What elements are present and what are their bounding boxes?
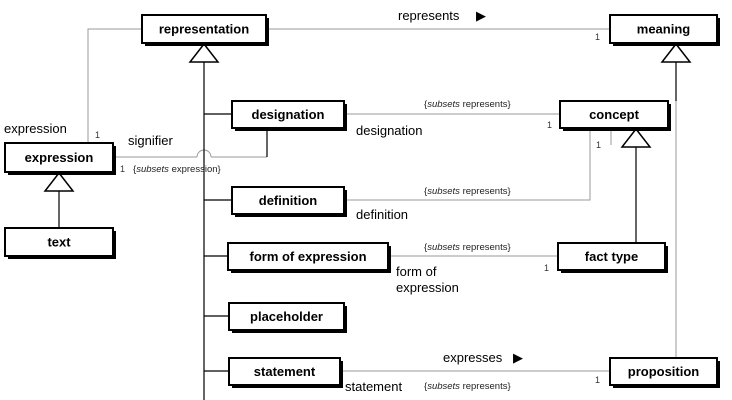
- class-label-statement: statement: [254, 364, 316, 379]
- multiplicity-concept-definition: 1: [596, 140, 601, 150]
- class-label-text: text: [47, 234, 71, 249]
- constraint-subsets-represents-formofexpression: {subsets represents}: [424, 242, 511, 253]
- expresses-arrow-icon: ▶: [513, 350, 523, 365]
- class-label-form-of-expression: form of expression: [249, 249, 366, 264]
- class-label-representation: representation: [159, 21, 249, 36]
- assoc-role-designation: designation: [356, 123, 423, 138]
- class-label-expression: expression: [25, 150, 94, 165]
- class-box-text[interactable]: text: [4, 227, 116, 259]
- gen-triangle-expression: [43, 171, 75, 192]
- class-box-form-of-expression[interactable]: form of expression: [227, 242, 391, 273]
- class-label-designation: designation: [252, 107, 325, 122]
- class-box-placeholder[interactable]: placeholder: [228, 302, 347, 333]
- constraint-subsets-represents-statement: {subsets represents}: [424, 381, 511, 392]
- multiplicity-meaning-represents: 1: [595, 32, 600, 42]
- class-box-statement[interactable]: statement: [228, 357, 343, 388]
- constraint-subsets-represents-definition: {subsets represents}: [424, 186, 511, 197]
- assoc-role-form-of: form of: [396, 264, 437, 279]
- gen-triangle-meaning: [660, 42, 692, 63]
- class-label-fact-type: fact type: [585, 249, 638, 264]
- multiplicity-facttype: 1: [544, 263, 549, 273]
- class-box-fact-type[interactable]: fact type: [557, 242, 668, 273]
- assoc-label-expresses: expresses: [443, 350, 503, 365]
- assoc-role-signifier: signifier: [128, 133, 173, 148]
- class-box-representation[interactable]: representation: [141, 14, 269, 46]
- constraint-subsets-expression: {subsets expression}: [133, 164, 221, 175]
- assoc-role-definition: definition: [356, 207, 408, 222]
- class-box-definition[interactable]: definition: [231, 186, 347, 217]
- multiplicity-signifier: 1: [120, 164, 125, 174]
- assoc-role-expression: expression: [4, 121, 67, 136]
- assoc-label-represents: represents: [398, 8, 460, 23]
- multiplicity-concept-designation: 1: [547, 120, 552, 130]
- class-label-placeholder: placeholder: [250, 309, 323, 324]
- assoc-role-statement: statement: [345, 379, 402, 394]
- multiplicity-expression-upper: 1: [95, 130, 100, 140]
- class-box-concept[interactable]: concept: [559, 100, 671, 131]
- gen-triangle-representation: [188, 42, 220, 63]
- class-box-expression[interactable]: expression: [4, 142, 116, 175]
- represents-arrow-icon: ▶: [476, 8, 486, 23]
- assoc-line-definition-concept: [344, 128, 591, 201]
- class-box-designation[interactable]: designation: [231, 100, 347, 131]
- class-label-concept: concept: [589, 107, 640, 122]
- assoc-line-signifier-riser: [87, 28, 142, 143]
- assoc-role-form-of-expression-word: expression: [396, 280, 459, 295]
- constraint-subsets-represents-designation: {subsets represents}: [424, 99, 511, 110]
- class-label-meaning: meaning: [637, 21, 691, 36]
- class-label-proposition: proposition: [628, 364, 700, 379]
- gen-triangle-concept: [620, 127, 652, 148]
- multiplicity-proposition: 1: [595, 375, 600, 385]
- class-box-proposition[interactable]: proposition: [609, 357, 720, 388]
- class-label-definition: definition: [259, 193, 318, 208]
- class-box-meaning[interactable]: meaning: [609, 14, 720, 46]
